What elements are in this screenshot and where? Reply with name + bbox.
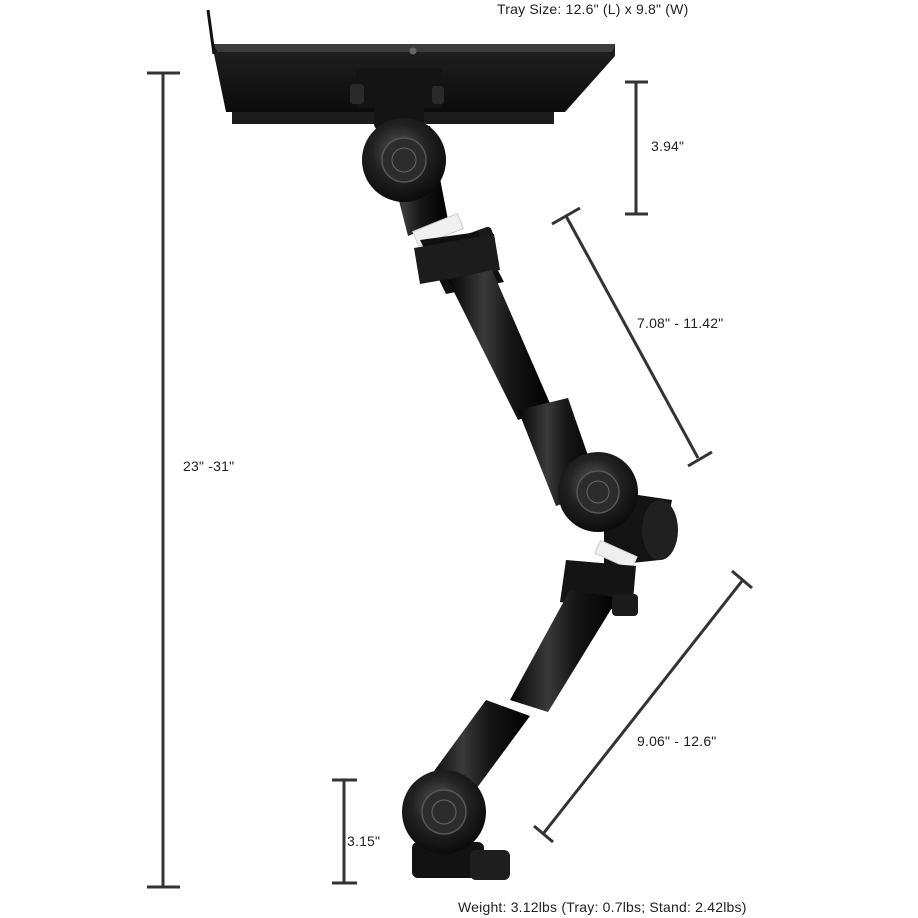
- lower-arm-dimension: [533, 569, 753, 844]
- lower-arm: [426, 539, 638, 800]
- tray: [206, 9, 615, 124]
- upper-arm-dimension: [551, 206, 713, 468]
- tray-drop-label: 3.94": [651, 138, 685, 154]
- weight-label: Weight: 3.12lbs (Tray: 0.7lbs; Stand: 2.…: [458, 899, 747, 915]
- base-knob: [402, 770, 486, 854]
- total-height-label: 23" -31": [183, 458, 235, 474]
- clamp-height-dimension: [332, 778, 357, 885]
- clamp-height-label: 3.15": [347, 833, 381, 849]
- tray-size-label: Tray Size: 12.6" (L) x 9.8" (W): [497, 1, 689, 17]
- lower-arm-label: 9.06" - 12.6": [637, 733, 717, 749]
- elbow-knob: [558, 452, 638, 532]
- total-height-dimension: [147, 71, 180, 889]
- tray-drop-dimension: [625, 80, 648, 216]
- upper-arm-label: 7.08" - 11.42": [637, 315, 724, 331]
- top-knob: [362, 118, 446, 202]
